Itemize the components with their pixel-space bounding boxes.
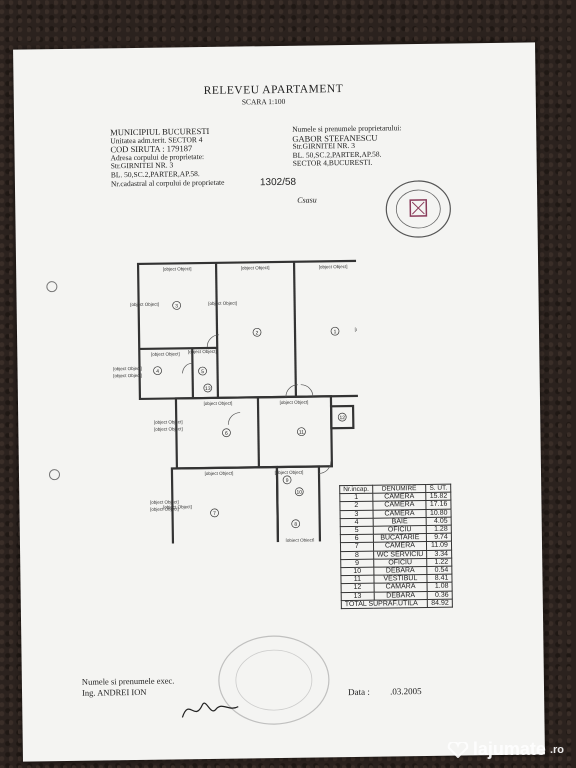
plan-room-number: 7 — [213, 511, 216, 517]
heart-logo-icon — [447, 741, 469, 758]
plan-dimension: [object Object] — [205, 471, 234, 476]
document-paper: RELEVEU APARTAMENT SCARA 1:100 MUNICIPIU… — [13, 42, 545, 762]
plan-dimension: [object Object] — [319, 264, 348, 269]
executor-label: Numele si prenumele exec. — [81, 675, 175, 687]
plan-dimension: [object Object] — [275, 470, 304, 475]
total-value: 84.92 — [427, 598, 453, 608]
document-title: RELEVEU APARTAMENT — [203, 83, 344, 98]
room-area-cell: 1.22 — [426, 557, 452, 567]
room-area-cell: 0.36 — [427, 590, 453, 600]
date-block: Data : .03.2005 — [348, 686, 422, 697]
plan-dimension: [object Object] — [208, 301, 237, 306]
document-scale: SCARA 1:100 — [241, 96, 286, 107]
room-area-cell: 10.80 — [426, 508, 452, 518]
plan-dimension: [object Object] — [113, 366, 142, 371]
plan-room-number: 9 — [286, 478, 289, 484]
room-area-cell: 8.41 — [427, 574, 452, 583]
signature-icon — [181, 702, 239, 718]
plan-room-number: 10 — [296, 490, 302, 496]
cadastral-number: 1302/58 — [259, 176, 297, 189]
plan-dimension: [object Object] — [286, 538, 315, 543]
room-area-cell: 1.08 — [427, 582, 453, 592]
plan-dimension: [object Object] — [163, 266, 192, 271]
plan-dimension: [object Object] — [241, 265, 270, 270]
plan-room-number: 1 — [334, 329, 337, 335]
room-name-cell: WC SERVICIU — [373, 550, 427, 560]
plan-dimension: [object Object] — [113, 373, 142, 378]
plan-dimension: [object Object] — [204, 401, 233, 406]
plan-dimension: [object Object] — [280, 400, 309, 405]
table-header: S. UT. — [425, 484, 451, 493]
room-area-cell: 15.82 — [425, 492, 451, 501]
plan-dimension: [object Object] — [188, 349, 217, 354]
plan-dimension: [object Object] — [154, 419, 183, 424]
plan-dimension: [object Object] — [151, 351, 180, 356]
plan-dimension: [object Object] — [355, 327, 360, 332]
room-area-cell: 17.16 — [426, 500, 451, 510]
handwritten-mark: Csasu — [297, 195, 317, 205]
plan-dimension: [object Object] — [150, 506, 179, 511]
faded-stamp-icon — [218, 635, 330, 725]
watermark: lajumate.ro — [447, 739, 564, 760]
table-header: Nr.incap. — [339, 485, 373, 494]
plan-room-number: 6 — [225, 431, 228, 437]
room-area-cell: 1.28 — [426, 525, 452, 534]
room-area-cell: 3.34 — [426, 549, 452, 559]
binder-hole-top — [46, 281, 58, 293]
date-label: Data : — [347, 686, 370, 698]
date-value: .03.2005 — [389, 686, 422, 697]
plan-dimension: [object Object] — [154, 426, 183, 431]
plan-room-number: 12 — [339, 415, 345, 421]
room-area-cell: 9.74 — [426, 533, 452, 542]
total-label: TOTAL SUPRAF.UTILA — [341, 599, 428, 609]
floor-plan: 1 2 3 4 5 6 7 8 9 10 11 12 13 [object Ob… — [113, 259, 360, 545]
room-name-cell: BUCATARIE — [373, 533, 427, 543]
table-total-row: TOTAL SUPRAF.UTILA 84.92 — [341, 598, 453, 609]
watermark-tld: .ro — [549, 743, 564, 756]
plan-dimension: [object Object] — [150, 499, 179, 504]
left-info-block: MUNICIPIUL BUCURESTI Unitatea adm.terit.… — [110, 126, 225, 189]
right-info-block: Numele si prenumele proprietarului: GABO… — [292, 123, 402, 169]
plan-room-number: 3 — [175, 303, 178, 309]
plan-dimension: [object Object] — [163, 504, 192, 509]
plan-room-number: 11 — [299, 430, 304, 436]
plan-room-number: 8 — [294, 522, 297, 528]
room-area-cell: 4.05 — [426, 516, 452, 526]
executor-name: Ing. ANDREI ION — [81, 686, 147, 698]
plan-room-number: 4 — [156, 369, 159, 375]
watermark-brand: lajumate — [472, 739, 546, 759]
room-area-cell: 11.09 — [426, 541, 452, 551]
plan-room-number: 5 — [201, 369, 204, 375]
executor-block: Numele si prenumele exec. Ing. ANDREI IO… — [82, 675, 175, 698]
plan-dimension: [object Object] — [130, 302, 159, 307]
official-seal-icon — [385, 180, 451, 238]
plan-room-number: 2 — [256, 330, 259, 336]
left-info-line: Nr.cadastral al corpului de proprietate — [110, 177, 225, 188]
right-info-line: SECTOR 4,BUCURESTI. — [292, 158, 373, 169]
room-area-cell: 0.54 — [427, 566, 452, 575]
plan-room-number: 13 — [205, 386, 211, 392]
binder-hole-bottom — [48, 469, 61, 481]
